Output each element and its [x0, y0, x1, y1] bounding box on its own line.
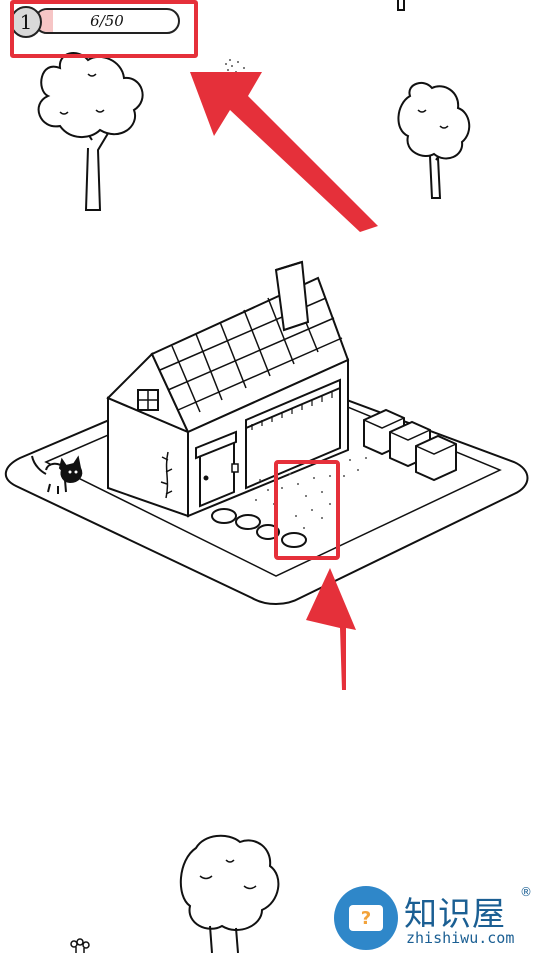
cat[interactable]: [31, 455, 83, 494]
watermark: ? 知识屋 ® zhishiwu.com: [334, 883, 534, 953]
monitor-icon: ?: [349, 905, 383, 931]
hint-arrow-up: [306, 568, 356, 690]
hint-arrow-up-left: [190, 72, 378, 232]
hedges[interactable]: [363, 408, 457, 482]
house[interactable]: [106, 260, 350, 518]
stepping-stones[interactable]: [211, 508, 307, 548]
small-flowers[interactable]: [70, 938, 90, 953]
watermark-subtitle: zhishiwu.com: [406, 929, 515, 947]
hint-box-gravel: [274, 460, 340, 560]
hud: 6/50 1: [10, 0, 198, 58]
hint-box-progress: [10, 0, 198, 58]
stump-top[interactable]: [397, 0, 405, 11]
gravel-driveway[interactable]: [255, 457, 367, 529]
question-monitor-icon: ?: [334, 886, 398, 950]
tree-top-right[interactable]: [397, 81, 471, 199]
watermark-title: 知识屋: [404, 894, 506, 933]
tree-bottom[interactable]: [179, 834, 280, 953]
tree-top-left[interactable]: [37, 52, 144, 211]
progress-text: 6/50: [90, 12, 124, 30]
question-mark-icon: ?: [360, 907, 372, 929]
registered-mark: ®: [520, 885, 532, 899]
